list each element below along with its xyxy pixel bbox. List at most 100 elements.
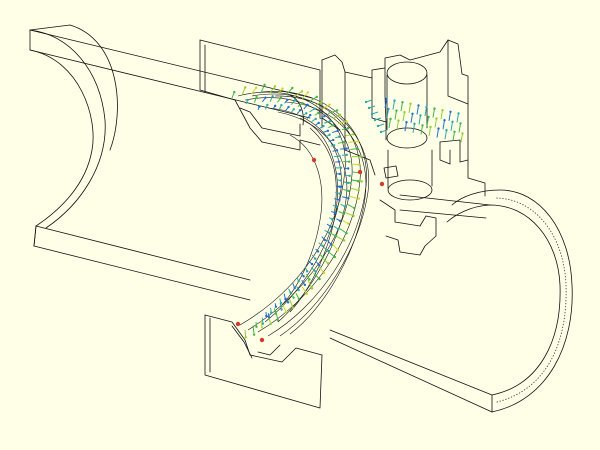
vector-arrow-head xyxy=(244,335,247,339)
vector-arrow-head xyxy=(264,96,267,99)
vector-arrow xyxy=(388,118,391,129)
vector-arrow xyxy=(244,329,247,338)
vector-arrow-head xyxy=(258,105,261,108)
vector-arrow-head xyxy=(280,308,283,311)
vector-arrow-head xyxy=(403,111,406,114)
vector-arrow-head xyxy=(289,291,292,294)
vector-arrow-head xyxy=(292,108,295,111)
vector-arrow-head xyxy=(298,108,302,112)
vector-arrow-head xyxy=(281,87,284,90)
vector-arrow-head xyxy=(310,287,314,290)
vector-arrow-head xyxy=(373,118,377,122)
vector-arrow-head xyxy=(269,322,272,326)
vector-arrow-head xyxy=(317,121,320,125)
vector-arrow-head xyxy=(379,130,383,134)
vector-arrow-head xyxy=(328,133,331,136)
vector-arrow-head xyxy=(321,256,325,259)
vector-arrow xyxy=(345,133,354,137)
vector-arrow-head xyxy=(347,167,350,170)
vector-arrow-head xyxy=(318,277,321,281)
vector-arrow-head xyxy=(305,112,308,115)
vector-arrow xyxy=(327,251,336,258)
vector-arrow-head xyxy=(286,301,290,304)
vector-arrow xyxy=(428,126,431,137)
vector-arrow xyxy=(440,110,443,120)
vector-arrow xyxy=(260,84,266,94)
vector-arrow-head xyxy=(252,333,256,336)
vector-arrow-head xyxy=(329,225,333,228)
top-flange xyxy=(199,39,321,151)
vector-arrow-head xyxy=(285,310,288,314)
vector-arrow-head xyxy=(308,278,311,281)
vector-arrow-head xyxy=(453,130,456,133)
vector-arrow xyxy=(309,96,318,102)
vector-arrow-head xyxy=(322,271,326,275)
right-pipe-section xyxy=(329,189,573,413)
vector-arrow xyxy=(392,100,395,110)
vector-arrow-head xyxy=(323,114,326,118)
vector-arrow-head xyxy=(360,180,363,183)
vector-arrow-head xyxy=(274,305,278,308)
vector-arrow-head xyxy=(405,121,408,124)
vector-arrow xyxy=(349,195,360,200)
vector-arrow xyxy=(400,102,403,112)
vector-arrow xyxy=(318,265,325,274)
vector-arrow-head xyxy=(286,98,289,102)
vector-arrow-head xyxy=(338,154,341,158)
vector-arrow xyxy=(350,187,359,191)
vector-arrow-head xyxy=(279,301,283,305)
vector-arrow-head xyxy=(327,249,330,253)
vector-arrow-head xyxy=(347,189,350,193)
vector-arrow xyxy=(347,204,355,209)
vector-arrow xyxy=(289,299,294,308)
vector-arrow-head xyxy=(329,243,333,246)
vector-arrow-head xyxy=(271,95,274,98)
vector-arrow-head xyxy=(338,198,341,202)
vector-arrow-head xyxy=(338,172,342,176)
vector-arrow-head xyxy=(328,103,331,106)
vector-arrow-head xyxy=(342,212,346,215)
vector-arrow xyxy=(436,128,439,138)
vector-arrow-head xyxy=(425,105,428,109)
vector-arrow xyxy=(456,113,459,123)
vector-arrow-head xyxy=(335,205,338,209)
vector-arrow-head xyxy=(348,160,351,163)
vector-arrow-head xyxy=(339,179,343,182)
vector-arrow-head xyxy=(357,197,361,200)
vector-arrow-head xyxy=(457,112,460,115)
vector-arrow-head xyxy=(260,326,264,329)
vector-arrow-head xyxy=(356,180,360,183)
vector-arrow-head xyxy=(367,106,371,110)
vector-arrow-head xyxy=(301,102,304,105)
vector-arrow xyxy=(418,115,421,125)
vector-arrow-head xyxy=(314,117,317,121)
vector-arrow-head xyxy=(318,264,321,267)
vector-arrow-head xyxy=(327,231,331,234)
vector-arrow xyxy=(322,104,330,110)
vector-arrow-head xyxy=(340,185,343,188)
vector-arrow-head xyxy=(356,147,359,150)
vector-arrow-head xyxy=(332,144,336,147)
vector-arrow-head xyxy=(348,174,351,178)
vector-arrow-head xyxy=(338,219,342,222)
force-vector-field xyxy=(231,83,464,339)
vector-arrow-head xyxy=(254,86,258,89)
vector-arrow-head xyxy=(306,91,310,94)
vector-arrow-head xyxy=(297,279,300,283)
vector-arrow xyxy=(252,325,255,335)
vector-arrow-head xyxy=(437,127,440,130)
vector-arrow xyxy=(331,243,339,251)
vector-arrow-head xyxy=(300,90,304,93)
vector-arrow xyxy=(348,141,359,143)
vector-arrow-head xyxy=(246,98,249,102)
vector-arrow-head xyxy=(409,102,412,106)
vector-arrow-head xyxy=(346,126,350,130)
vector-arrow-head xyxy=(284,297,287,301)
vector-arrow-head xyxy=(445,129,448,132)
reaction-markers xyxy=(235,157,385,343)
vector-arrow-head xyxy=(443,119,446,122)
vector-arrow-head xyxy=(292,296,295,299)
vector-arrow-head xyxy=(314,257,317,260)
bottom-flange xyxy=(204,314,323,409)
